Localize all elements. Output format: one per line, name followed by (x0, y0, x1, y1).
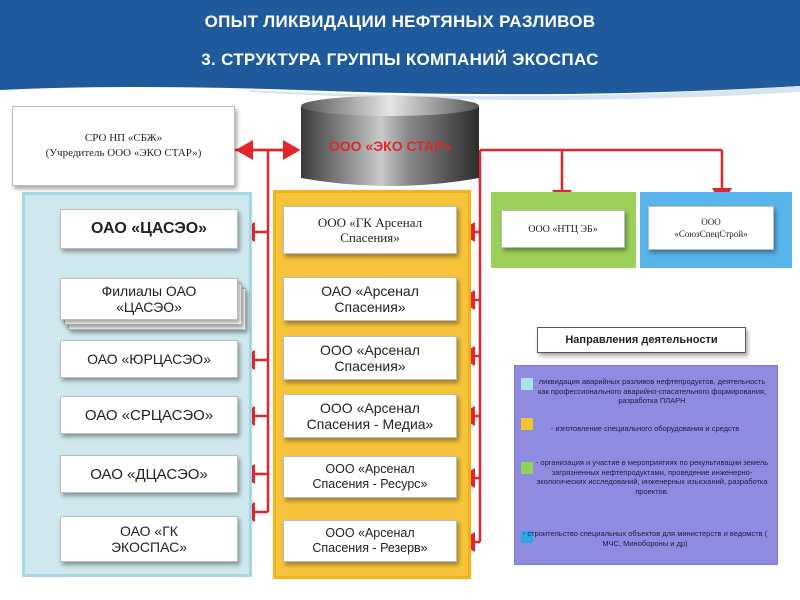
directions-title: Направления деятельности (537, 327, 746, 353)
gk-ekospas-box: ОАО «ГК ЭКОСПАС» (60, 516, 238, 562)
header-title: ОПЫТ ЛИКВИДАЦИИ НЕФТЯНЫХ РАЗЛИВОВ (204, 12, 596, 31)
soyuz-line1: ООО (701, 217, 721, 227)
srcaseo-box: ОАО «СРЦАСЭО» (60, 396, 238, 434)
arsenal-group-panel (273, 190, 471, 579)
legend-text-rescue: ликвидация аварийных разливов нефтепроду… (537, 377, 767, 405)
legend-text-recultivation: - организация и участие в мероприятиях п… (535, 458, 769, 496)
arsenal-ooo-box: ООО «Арсенал Спасения» (283, 336, 457, 380)
sro-name: СРО НП «СБЖ» (84, 132, 163, 144)
eco-star-cylinder: ООО «ЭКО СТАР» (301, 96, 479, 188)
urcaseo-box: ОАО «ЮРЦАСЭО» (60, 340, 238, 378)
legend-swatch-recultivation (521, 462, 533, 474)
eco-star-label: ООО «ЭКО СТАР» (328, 138, 452, 154)
arsenal-resurs-box: ООО «Арсенал Спасения - Ресурс» (283, 456, 457, 498)
arsenal-rezerv-box: ООО «Арсенал Спасения - Резерв» (283, 520, 457, 562)
legend-text-construction: - строительство специальных объектов для… (522, 529, 768, 548)
directions-legend-panel (514, 365, 778, 565)
soyuz-line2: «СоюзСпецСтрой» (674, 229, 748, 239)
legend-swatch-manufacturing (521, 418, 533, 430)
header-banner: ОПЫТ ЛИКВИДАЦИИ НЕФТЯНЫХ РАЗЛИВОВ 3. СТР… (0, 0, 800, 86)
soyuz-box: ООО «СоюзСпецСтрой» (648, 206, 774, 250)
legend-text-manufacturing: - изготовление специального оборудования… (550, 424, 740, 433)
legend-swatch-construction (521, 531, 533, 543)
sro-box: СРО НП «СБЖ» (Учредитель ООО «ЭКО СТАР») (12, 106, 235, 186)
arsenal-media-box: ООО «Арсенал Спасения - Медиа» (283, 394, 457, 438)
legend-swatch-rescue (521, 378, 533, 390)
arsenal-oao-box: ОАО «Арсенал Спасения» (283, 277, 457, 321)
header-subtitle: 3. СТРУКТУРА ГРУППЫ КОМПАНИЙ ЭКОСПАС (201, 50, 599, 69)
dcaseo-box: ОАО «ДЦАСЭО» (60, 455, 238, 493)
casao-main-box: ОАО «ЦАСЭО» (60, 209, 238, 249)
casao-group-panel (22, 192, 252, 577)
casao-branches-box: Филиалы ОАО «ЦАСЭО» (60, 278, 238, 320)
gk-arsenal-main-box: ООО «ГК Арсенал Спасения» (283, 206, 457, 254)
ntc-box: ООО «НТЦ ЭБ» (501, 210, 625, 248)
sro-founder: (Учредитель ООО «ЭКО СТАР») (45, 147, 202, 159)
